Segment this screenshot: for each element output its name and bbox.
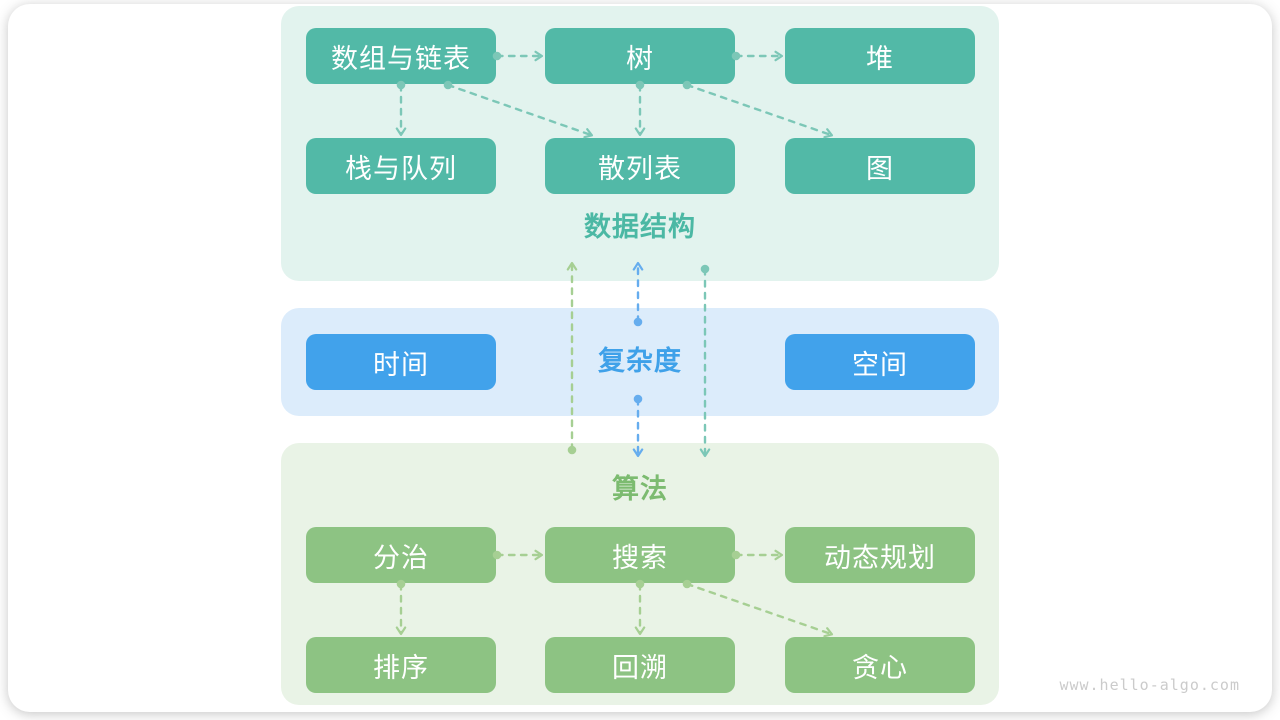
node-dynamic-programming: 动态规划	[785, 527, 975, 583]
node-search: 搜索	[545, 527, 735, 583]
label-algorithms: 算法	[612, 474, 668, 504]
node-arrays-and-linked-lists: 数组与链表	[306, 28, 496, 84]
label-complexity: 复杂度	[598, 346, 682, 376]
node-sorting: 排序	[306, 637, 496, 693]
node-stack-and-queue: 栈与队列	[306, 138, 496, 194]
section-data-structures: 数组与链表 树 堆 栈与队列 散列表 图 数据结构	[281, 6, 999, 281]
node-divide-and-conquer: 分治	[306, 527, 496, 583]
section-algorithms: 算法 分治 搜索 动态规划 排序 回溯 贪心	[281, 443, 999, 705]
node-heap: 堆	[785, 28, 975, 84]
node-greedy: 贪心	[785, 637, 975, 693]
node-tree: 树	[545, 28, 735, 84]
node-time-complexity: 时间	[306, 334, 496, 390]
label-data-structures: 数据结构	[584, 212, 696, 242]
watermark-url: www.hello-algo.com	[1059, 676, 1240, 694]
node-graph: 图	[785, 138, 975, 194]
node-space-complexity: 空间	[785, 334, 975, 390]
node-hash-table: 散列表	[545, 138, 735, 194]
node-backtracking: 回溯	[545, 637, 735, 693]
section-complexity: 时间 复杂度 空间	[281, 308, 999, 416]
